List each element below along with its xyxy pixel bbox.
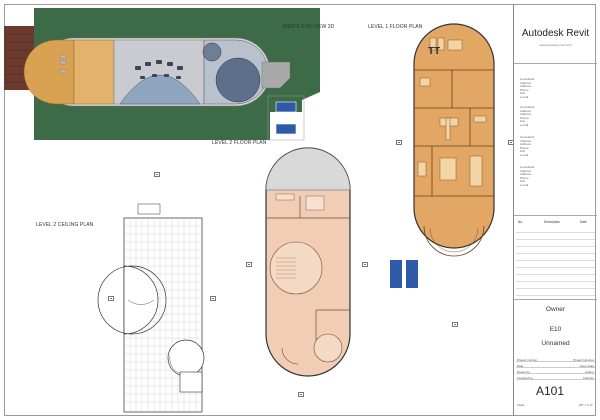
consultant-3: Consultant Address Address Phone Fax e-m…: [520, 135, 535, 157]
info-project-number: Project number Project Number: [516, 356, 595, 362]
rev-row: [516, 261, 595, 268]
drawing-area: TT: [4, 8, 514, 413]
rev-row: [516, 254, 595, 261]
rev-header-no: No.: [518, 220, 523, 224]
brand-name: Autodesk Revit: [521, 28, 590, 39]
info-drawn-by: Drawn by Author: [516, 368, 595, 374]
pool-2: [275, 123, 297, 135]
level2-floor-label: LEVEL 2 FLOOR PLAN: [212, 140, 267, 146]
info-value: Author: [585, 369, 594, 374]
info-key: Project number: [517, 357, 538, 362]
owner: Owner: [545, 306, 566, 313]
scale-row: Scale 1/8" = 1'-0": [516, 402, 595, 408]
sheet-border: [4, 4, 596, 416]
section-marker[interactable]: [210, 296, 216, 301]
info-value: Issue Date: [579, 363, 594, 368]
project-name: Unnamed: [541, 340, 570, 347]
title-block-brand: Autodesk Revit www.autodesk.com/revit: [514, 4, 597, 64]
level2-ceiling-label: LEVEL 2 CEILING PLAN: [36, 222, 94, 228]
consultants-block: Consultant Address Address Phone Fax e-m…: [514, 64, 597, 216]
brand-url: www.autodesk.com/revit: [539, 43, 572, 47]
project-number-label: E10: [549, 326, 562, 333]
level1-plan: TT: [413, 23, 495, 257]
rev-row: [516, 233, 595, 240]
consultant-1: Consultant Address Address Phone Fax e-m…: [520, 77, 535, 99]
section-marker[interactable]: [154, 172, 160, 177]
section-marker[interactable]: [452, 322, 458, 327]
info-date: Date Issue Date: [516, 362, 595, 368]
info-key: Drawn by: [517, 369, 530, 374]
level2-ceiling-plan: [97, 203, 205, 413]
scale-value: 1/8" = 1'-0": [578, 403, 593, 407]
consultant-2: Consultant Address Address Phone Fax e-m…: [520, 105, 535, 127]
pool-b: [406, 260, 418, 288]
info-key: Checked by: [517, 375, 533, 380]
info-value: Checker: [582, 375, 594, 380]
section-marker[interactable]: [108, 296, 114, 301]
scale-label: Scale: [517, 403, 525, 407]
revisions-block: No. Description Date: [514, 216, 597, 300]
section-marker[interactable]: [362, 262, 368, 267]
rev-row: [516, 275, 595, 282]
rev-row: [516, 268, 595, 275]
info-key: Date: [517, 363, 524, 368]
info-value: Project Number: [573, 357, 594, 362]
svg-text:TT: TT: [428, 46, 440, 57]
rev-row: [516, 282, 595, 289]
rev-row: [516, 247, 595, 254]
roof-right-dome: [215, 57, 261, 103]
rev-row: [516, 226, 595, 233]
pool-a: [390, 260, 402, 288]
level1-label: LEVEL 1 FLOOR PLAN: [368, 24, 423, 30]
birds-eye-view: [4, 8, 320, 141]
plans-svg: TT: [4, 8, 495, 413]
roof-dome: [119, 74, 201, 105]
rev-header-description: Description: [544, 220, 560, 224]
sheet-number: A101: [536, 384, 565, 398]
consultant-4: Consultant Address Address Phone Fax e-m…: [520, 165, 535, 187]
pool-1: [275, 101, 297, 113]
rev-row: [516, 240, 595, 247]
section-marker[interactable]: [246, 262, 252, 267]
rev-header-date: Date: [580, 220, 587, 224]
title-block: Autodesk Revit www.autodesk.com/revit Co…: [513, 4, 597, 416]
level2-floor-plan: [265, 147, 351, 377]
birds-eye-label: BIRD'S EYE VIEW 3D: [283, 24, 335, 30]
wood-band: [73, 39, 115, 105]
rev-row: [516, 289, 595, 296]
info-checked-by: Checked by Checker: [516, 374, 595, 380]
section-marker[interactable]: [396, 140, 402, 145]
section-marker[interactable]: [298, 392, 304, 397]
